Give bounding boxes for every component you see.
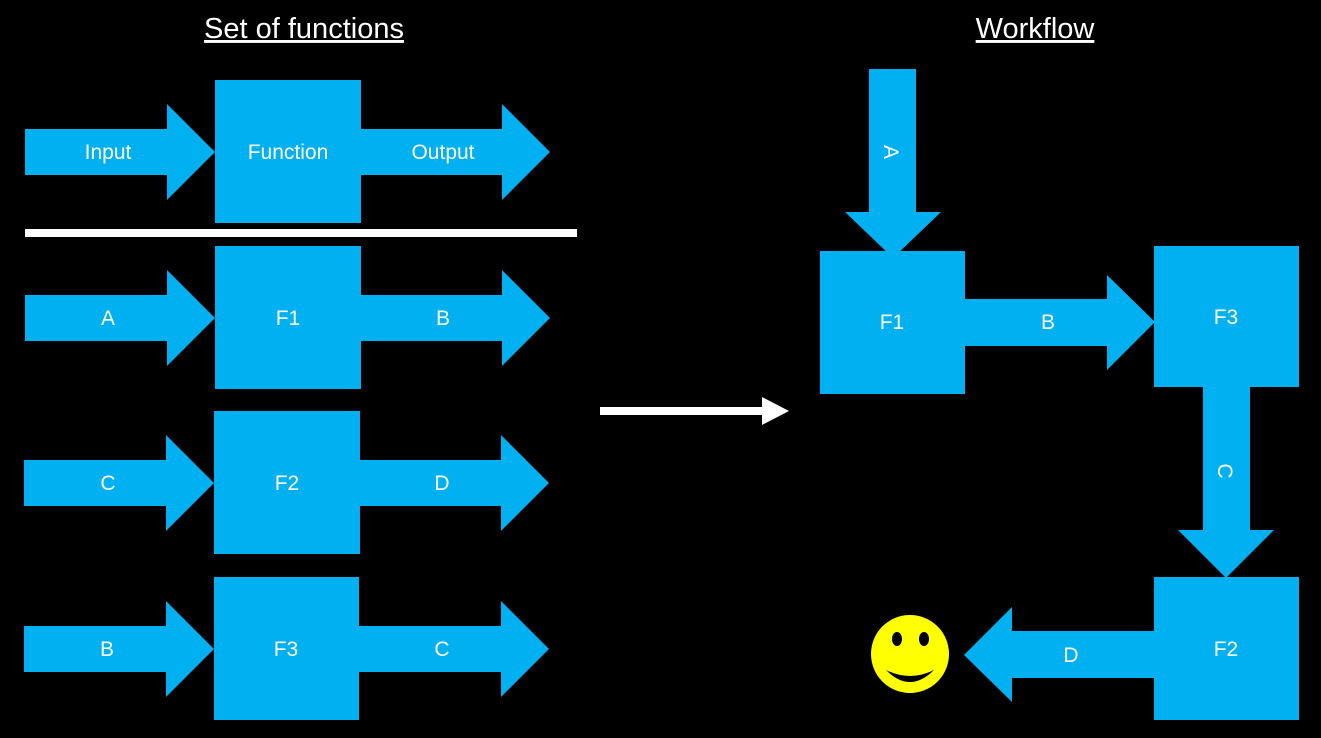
function-row-f1: A F1 B [25, 246, 550, 389]
function-row-f2: C F2 D [24, 411, 549, 554]
row-output-label: C [434, 638, 449, 661]
row-function-label: F1 [276, 307, 301, 330]
row-function-box [215, 246, 361, 389]
row-function-label: F2 [275, 472, 300, 495]
row-input-arrow [24, 435, 214, 531]
function-label: Function [248, 141, 329, 164]
transition-arrow [600, 397, 789, 425]
workflow-box-f1 [820, 251, 965, 394]
workflow-arrow-a [845, 69, 941, 258]
right-title: Workflow [976, 13, 1096, 45]
workflow-box-f1-label: F1 [880, 311, 905, 334]
workflow-box-f3-label: F3 [1214, 306, 1239, 329]
workflow-arrow-c-label: C [1213, 463, 1236, 478]
row-output-label: D [434, 472, 449, 495]
row-input-arrow [24, 601, 214, 697]
smiley-face-icon [869, 613, 951, 695]
workflow-arrow-d [964, 607, 1154, 702]
row-output-arrow [359, 601, 549, 697]
workflow-arrow-a-label: A [879, 145, 902, 159]
row-input-arrow [25, 270, 215, 366]
workflow-box-f3 [1154, 246, 1299, 387]
row-output-label: B [436, 307, 450, 330]
row-function-box [214, 577, 359, 720]
workflow-box-f2 [1154, 577, 1299, 720]
output-arrow [361, 104, 550, 200]
row-input-label: B [100, 638, 114, 661]
row-function-label: F3 [274, 638, 299, 661]
function-box [215, 80, 361, 223]
workflow-arrow-b-label: B [1041, 311, 1055, 334]
left-title: Set of functions [204, 13, 404, 45]
workflow-box-f2-label: F2 [1214, 638, 1239, 661]
divider-line [25, 229, 577, 237]
workflow-arrow-d-label: D [1063, 644, 1078, 667]
row-output-arrow [361, 270, 550, 366]
workflow-arrow-c [1178, 387, 1274, 578]
row-input-label: A [101, 307, 115, 330]
input-label: Input [85, 141, 132, 164]
input-arrow [25, 104, 215, 200]
row-input-label: C [100, 472, 115, 495]
row-function-box [214, 411, 360, 554]
row-output-arrow [360, 435, 549, 531]
workflow: A F1 B F3 C F2 D [820, 69, 1299, 720]
function-row-f3: B F3 C [24, 577, 549, 720]
workflow-arrow-b [965, 275, 1155, 370]
function-template-row: Input Function Output [25, 80, 550, 223]
output-label: Output [411, 141, 474, 164]
